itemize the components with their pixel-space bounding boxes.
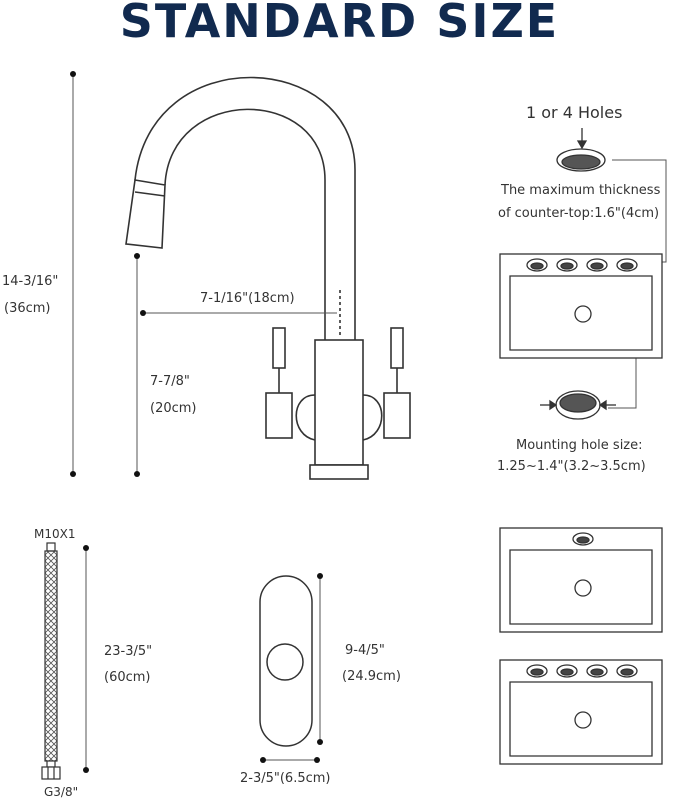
holes-label: 1 or 4 Holes — [526, 103, 622, 122]
plate-width-label: 2-3/5"(6.5cm) — [240, 771, 331, 786]
deck-plate-drawing — [259, 575, 313, 747]
hose-length-label: 23-3/5" — [104, 644, 152, 659]
sink-four-holes-bottom — [499, 659, 663, 765]
mounting-hole-detail — [540, 390, 616, 420]
hose-length-cm-label: (60cm) — [104, 670, 151, 685]
plate-height-cm-label: (24.9cm) — [342, 669, 401, 684]
plate-height-label: 9-4/5" — [345, 643, 385, 658]
faucet-height-label: 14-3/16" — [2, 274, 58, 289]
thickness-line-2: of counter-top:1.6"(4cm) — [498, 206, 659, 221]
sink-four-holes-top — [499, 253, 663, 359]
mount-size-line-2: 1.25~1.4"(3.2~3.5cm) — [497, 459, 646, 474]
hose-drawing — [41, 542, 61, 780]
spout-height-label: 7-7/8" — [150, 374, 190, 389]
page-title: STANDARD SIZE — [119, 0, 560, 48]
hole-top-detail — [556, 128, 606, 172]
faucet-height-cm-label: (36cm) — [4, 301, 51, 316]
hose-top-thread-label: M10X1 — [34, 527, 75, 541]
faucet-drawing — [125, 76, 411, 480]
faucet-dimensions — [72, 74, 337, 474]
hose-bottom-thread-label: G3/8" — [44, 785, 78, 799]
mount-size-line-1: Mounting hole size: — [516, 438, 643, 453]
plate-dimensions — [263, 576, 321, 761]
sink-one-hole — [499, 527, 663, 633]
thickness-line-1: The maximum thickness — [500, 183, 661, 198]
dimension-end-dots — [70, 71, 146, 477]
reach-label: 7-1/16"(18cm) — [200, 291, 295, 306]
spout-height-cm-label: (20cm) — [150, 401, 197, 416]
